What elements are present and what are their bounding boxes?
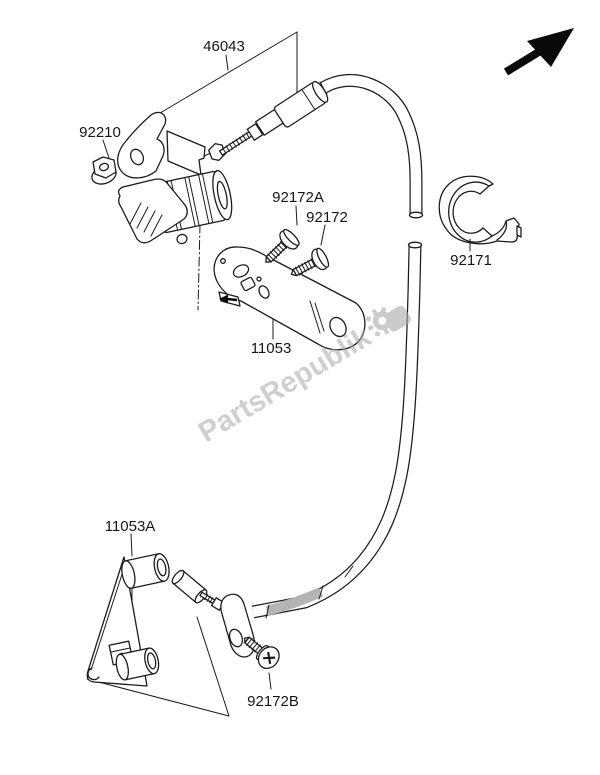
lever-pivot-circle bbox=[176, 233, 188, 245]
phillips-cross-icon bbox=[263, 651, 276, 665]
lower-position-wedge bbox=[86, 616, 230, 717]
housing-break-cap-bottom bbox=[407, 241, 423, 249]
bracket-corner-hook bbox=[87, 667, 100, 681]
nut-92210-leader bbox=[102, 139, 111, 162]
lever-axis-line bbox=[197, 223, 201, 311]
bushing-upper bbox=[121, 553, 170, 589]
part-label-92172B[interactable]: 92172B bbox=[247, 693, 299, 710]
bracket-upper-part bbox=[213, 246, 366, 351]
bushing-lower bbox=[115, 647, 160, 681]
screw-lower-part bbox=[244, 636, 280, 670]
insert-arrow-icon bbox=[219, 294, 238, 304]
housing-sleeve-band bbox=[265, 587, 324, 616]
part-label-46043[interactable]: 46043 bbox=[203, 38, 245, 55]
part-label-92171[interactable]: 92171 bbox=[450, 252, 492, 269]
part-label-92172A[interactable]: 92172A bbox=[272, 189, 324, 206]
cable-adjuster-assembly bbox=[203, 80, 329, 161]
screw-upper-right-part bbox=[290, 247, 330, 277]
adjuster-lock-ring bbox=[246, 123, 264, 141]
lever-arm bbox=[116, 111, 167, 179]
part-label-92172[interactable]: 92172 bbox=[306, 209, 348, 226]
cable-adjuster-barrel bbox=[273, 80, 329, 128]
frame-tab-hole bbox=[228, 628, 244, 648]
lever-mount-plate bbox=[166, 130, 206, 176]
housing-break-cap-top bbox=[408, 211, 424, 219]
cable-lower-end-assembly bbox=[171, 569, 280, 670]
screw-upper-left-part bbox=[265, 228, 300, 263]
cable-46043-leader bbox=[154, 31, 298, 117]
cable-trunnion bbox=[171, 569, 208, 604]
bracket-lower-part bbox=[86, 553, 170, 687]
lever-arm-hole bbox=[129, 148, 145, 166]
screw-92172-leader bbox=[320, 224, 326, 246]
screw-92172a-leader bbox=[295, 205, 298, 226]
part-label-11053A[interactable]: 11053A bbox=[105, 518, 156, 535]
part-label-92210[interactable]: 92210 bbox=[79, 124, 121, 141]
clamp-part bbox=[438, 175, 522, 245]
part-label-11053[interactable]: 11053 bbox=[251, 340, 292, 357]
cable-housing bbox=[251, 73, 424, 619]
bracket-wing-hole bbox=[329, 316, 347, 338]
nut-part bbox=[91, 156, 117, 185]
lever-knob bbox=[117, 178, 188, 244]
choke-lever-assembly bbox=[116, 111, 233, 245]
watermark-lock-icon bbox=[365, 305, 411, 337]
direction-arrow-icon bbox=[503, 28, 574, 76]
screw-92172b-leader bbox=[268, 672, 272, 690]
lever-knob-grip-ribs bbox=[129, 202, 163, 237]
